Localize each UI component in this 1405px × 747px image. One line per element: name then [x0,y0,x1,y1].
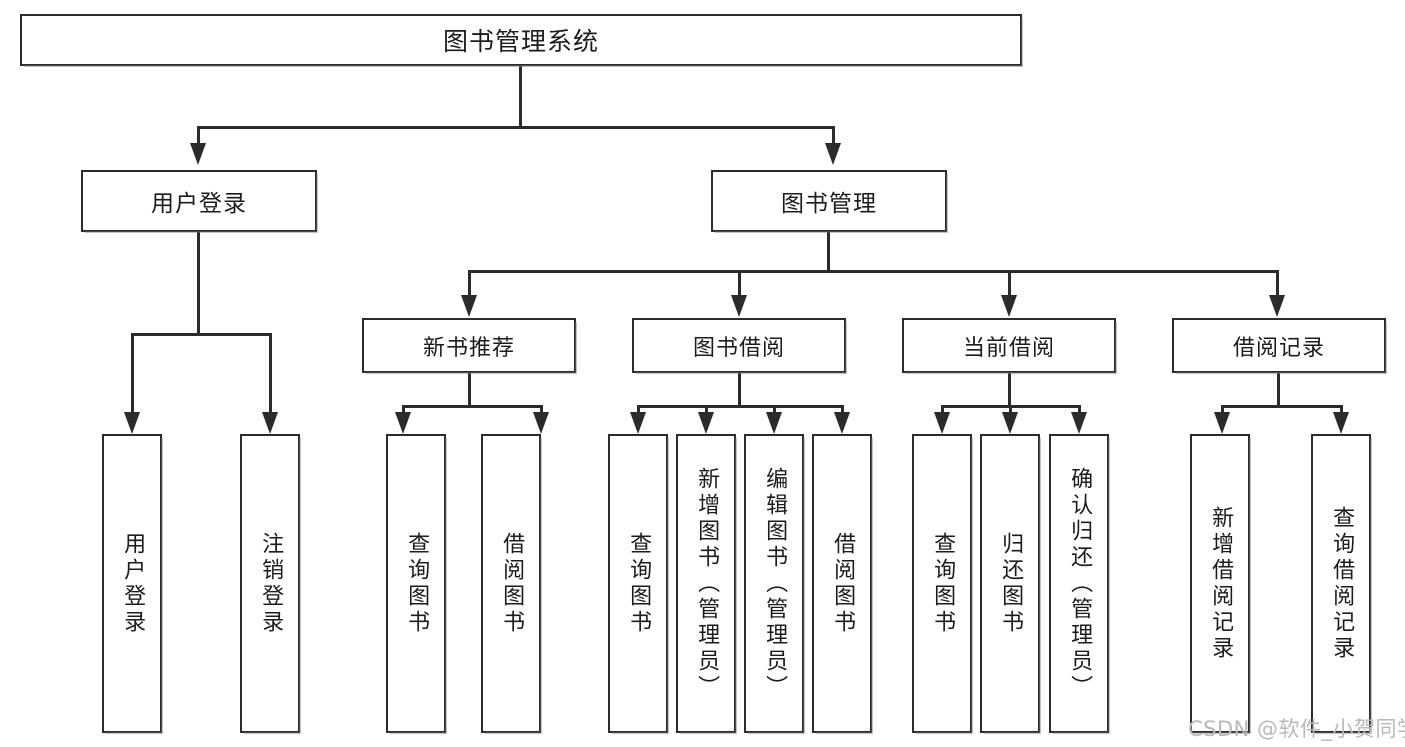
arrow-to-leaf-return-book [1002,412,1018,434]
arrow-to-leaf-query-record [1333,412,1349,434]
leaf-borrow-book-recommend[interactable]: 借阅图书 [481,434,542,734]
connector-book-borrow-branch-4 [841,405,844,413]
connector-current-borrow-branch-1 [941,405,944,413]
connector-current-borrow-branch-3 [1078,405,1081,413]
connector-book-mgmt-branch-2 [738,270,741,296]
connector-book-mgmt-stem [827,232,830,272]
connector-current-borrow-branch-2 [1009,405,1012,413]
node-label: 新增图书（管理员） [694,466,720,701]
node-label: 新书推荐 [422,335,515,361]
leaf-add-borrow-record[interactable]: 新增借阅记录 [1190,434,1251,734]
connector-borrow-record-branch-2 [1340,405,1343,413]
node-new-book-recommend[interactable]: 新书推荐 [362,318,577,374]
connector-book-borrow-branch-2 [705,405,708,413]
leaf-query-book-borrow[interactable]: 查询图书 [608,434,669,734]
node-label: 确认归还（管理员） [1067,466,1093,701]
leaf-query-borrow-record[interactable]: 查询借阅记录 [1311,434,1372,734]
node-label: 当前借阅 [962,335,1055,361]
connector-user-login-bus [131,333,272,336]
node-root-system[interactable]: 图书管理系统 [20,14,1023,67]
node-book-borrow[interactable]: 图书借阅 [632,318,847,374]
connector-book-borrow-bus [637,405,843,408]
arrow-to-leaf-edit-book [766,412,782,434]
connector-current-borrow-stem [1008,373,1011,407]
arrow-to-leaf-query-book-a [395,412,411,434]
arrow-to-leaf-borrow-book-a [533,412,549,434]
connector-new-book-stem [468,373,471,407]
connector-root-to-user-login [197,126,200,144]
arrow-to-book-borrow [731,295,747,317]
arrow-to-leaf-add-record [1214,412,1230,434]
connector-user-login-branch-1 [131,333,134,413]
arrow-root-to-user-login [190,143,206,165]
connector-borrow-record-bus [1221,405,1343,408]
node-label: 查询图书 [930,531,956,636]
leaf-user-login[interactable]: 用户登录 [102,434,163,734]
node-label: 查询图书 [626,531,652,636]
node-label: 新增借阅记录 [1208,505,1234,662]
connector-user-login-branch-2 [269,333,272,413]
connector-book-borrow-branch-3 [773,405,776,413]
csdn-watermark: CSDN @软件_小贺同学 [1188,717,1405,741]
leaf-query-book-current[interactable]: 查询图书 [912,434,973,734]
node-label: 图书借阅 [692,335,785,361]
connector-borrow-record-stem [1277,373,1280,407]
node-label: 借阅记录 [1232,335,1325,361]
leaf-query-book-recommend[interactable]: 查询图书 [386,434,447,734]
node-label: 用户登录 [120,531,146,636]
node-label: 查询借阅记录 [1329,505,1355,662]
node-book-management[interactable]: 图书管理 [711,170,948,233]
node-borrow-record[interactable]: 借阅记录 [1172,318,1387,374]
node-label: 编辑图书（管理员） [762,466,788,701]
connector-book-mgmt-branch-4 [1276,270,1279,296]
node-label: 用户登录 [151,191,247,217]
connector-root-to-book-mgmt [832,126,835,144]
connector-book-mgmt-branch-1 [468,270,471,296]
leaf-edit-book-admin[interactable]: 编辑图书（管理员） [744,434,805,734]
connector-root-stem [519,66,522,128]
arrow-to-leaf-logout [262,412,278,434]
leaf-logout[interactable]: 注销登录 [240,434,301,734]
arrow-root-to-book-mgmt [825,143,841,165]
node-current-borrow[interactable]: 当前借阅 [902,318,1117,374]
connector-new-book-branch-1 [402,405,405,413]
node-label: 图书管理系统 [442,27,599,56]
leaf-return-book[interactable]: 归还图书 [980,434,1041,734]
leaf-confirm-return-admin[interactable]: 确认归还（管理员） [1049,434,1110,734]
connector-new-book-bus [402,405,543,408]
connector-new-book-branch-2 [540,405,543,413]
connector-book-mgmt-bus [468,270,1279,273]
node-user-login[interactable]: 用户登录 [81,170,318,233]
arrow-to-leaf-query-book-c [934,412,950,434]
connector-book-mgmt-branch-3 [1008,270,1011,296]
node-label: 注销登录 [258,531,284,636]
arrow-to-leaf-confirm-return [1071,412,1087,434]
connector-borrow-record-branch-1 [1221,405,1224,413]
node-label: 借阅图书 [830,531,856,636]
connector-user-login-stem [197,232,200,335]
arrow-to-leaf-user-login [124,412,140,434]
arrow-to-leaf-query-book-b [630,412,646,434]
leaf-add-book-admin[interactable]: 新增图书（管理员） [676,434,737,734]
node-label: 查询图书 [404,531,430,636]
connector-root-bus [197,126,835,129]
connector-book-borrow-stem [738,373,741,407]
node-label: 图书管理 [781,191,877,217]
connector-book-borrow-branch-1 [637,405,640,413]
node-label: 归还图书 [998,531,1024,636]
arrow-to-current-borrow [1001,295,1017,317]
arrow-to-leaf-borrow-book-b [834,412,850,434]
arrow-to-borrow-record [1269,295,1285,317]
arrow-to-new-book-recommend [461,295,477,317]
leaf-borrow-book[interactable]: 借阅图书 [812,434,873,734]
node-label: 借阅图书 [499,531,525,636]
arrow-to-leaf-add-book [698,412,714,434]
